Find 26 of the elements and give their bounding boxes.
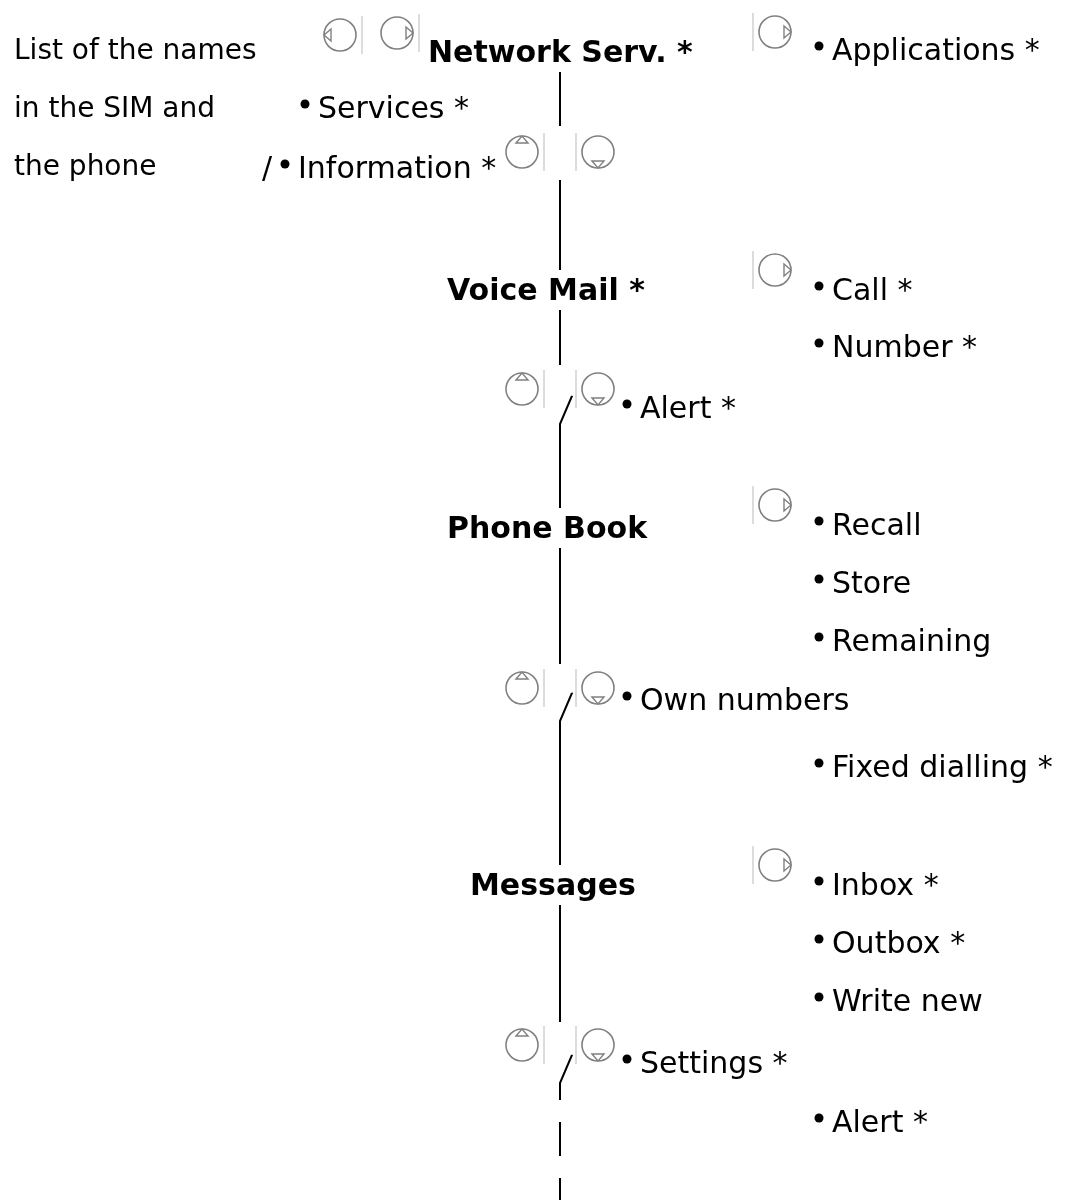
menu-item: Call * [832, 271, 913, 309]
menu-heading: Messages [470, 865, 636, 905]
menu-item: Alert * [640, 389, 736, 427]
menu-heading: Voice Mail * [447, 270, 645, 310]
menu-item: Recall [832, 506, 922, 544]
menu-item: Inbox * [832, 866, 939, 904]
menu-heading: Phone Book [447, 508, 648, 548]
connector-line [559, 71, 561, 271]
menu-item: Number * [832, 328, 978, 366]
menu-item: Write new [832, 982, 983, 1020]
menu-item: Fixed dialling * [832, 748, 1053, 786]
menu-item: Store [832, 564, 912, 602]
connector-line [559, 309, 574, 509]
connector-line [559, 547, 574, 866]
menu-item: Outbox * [832, 924, 966, 962]
slash-text: / [262, 149, 273, 187]
note-text: List of the names in the SIM and the phone [14, 32, 258, 184]
connector-line [559, 904, 574, 1201]
menu-item: Remaining [832, 622, 992, 660]
menu-item: Services * [318, 89, 470, 127]
menu-item: Own numbers [640, 681, 850, 719]
menu-item: Information * [298, 149, 497, 187]
menu-item: Alert * [832, 1103, 928, 1141]
menu-item: Applications * [832, 31, 1040, 69]
menu-heading: Network Serv. * [428, 32, 693, 72]
menu-item: Settings * [640, 1044, 788, 1082]
